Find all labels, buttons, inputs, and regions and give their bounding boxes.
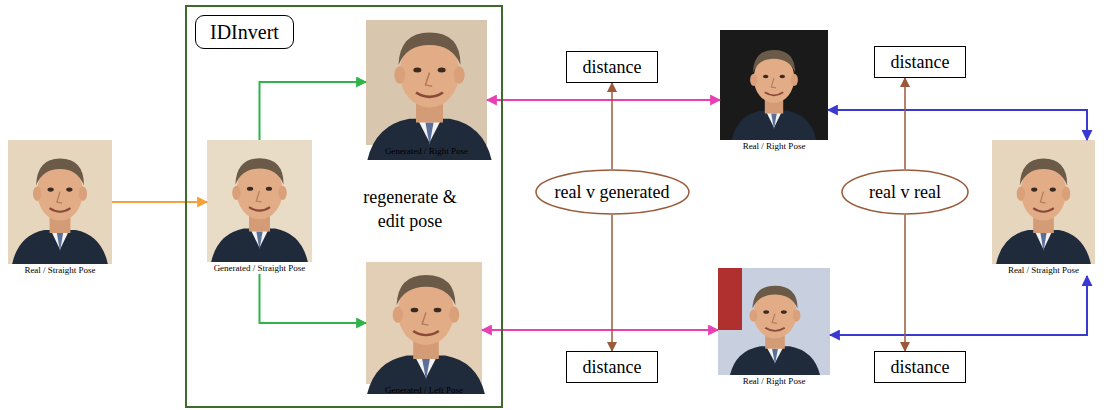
photo-node: Generated / Straight Pose bbox=[207, 140, 312, 274]
comparison-ellipse: real v generated bbox=[535, 169, 690, 215]
connector-arrow bbox=[482, 329, 718, 331]
photo-node: Generated / Left Pose bbox=[366, 262, 482, 396]
connector-arrow bbox=[830, 276, 1087, 335]
photo-caption: Generated / Left Pose bbox=[385, 384, 463, 396]
photo-frame bbox=[366, 20, 487, 145]
comparison-label: real v real bbox=[869, 180, 941, 204]
distance-box: distance bbox=[566, 351, 659, 383]
photo-frame bbox=[718, 268, 830, 375]
photo-caption: Real / Straight Pose bbox=[1008, 264, 1079, 276]
photo-frame bbox=[366, 262, 482, 384]
face-photo bbox=[732, 50, 817, 140]
module-label: IDInvert bbox=[195, 15, 294, 49]
distance-label: distance bbox=[891, 50, 950, 74]
photo-frame bbox=[720, 30, 828, 140]
distance-box: distance bbox=[566, 51, 659, 83]
distance-box: distance bbox=[874, 351, 967, 383]
photo-caption: Real / Right Pose bbox=[743, 375, 806, 387]
photo-ground bbox=[720, 30, 828, 140]
distance-label: distance bbox=[891, 355, 950, 379]
face-photo bbox=[211, 158, 308, 262]
photo-ground bbox=[718, 268, 830, 375]
distance-label: distance bbox=[583, 55, 642, 79]
photo-caption: Generated / Straight Pose bbox=[214, 262, 306, 274]
face-photo bbox=[367, 33, 491, 161]
face-photo bbox=[730, 286, 820, 375]
step-label: regenerate & edit pose bbox=[354, 185, 466, 233]
photo-node: Real / Straight Pose bbox=[992, 140, 1095, 276]
connector-arrow bbox=[828, 110, 1087, 140]
photo-caption: Real / Right Pose bbox=[743, 140, 806, 152]
photo-frame bbox=[8, 140, 112, 264]
photo-caption: Generated / Right Pose bbox=[385, 145, 468, 157]
connector-arrow bbox=[487, 99, 720, 101]
connector-arrow bbox=[904, 78, 906, 169]
comparison-ellipse: real v real bbox=[841, 169, 969, 215]
flag-stripes bbox=[718, 268, 742, 330]
connector-arrow bbox=[611, 215, 613, 351]
comparison-label: real v generated bbox=[555, 180, 670, 204]
connector-arrow bbox=[260, 82, 367, 140]
distance-box: distance bbox=[874, 46, 967, 78]
photo-caption: Real / Straight Pose bbox=[24, 264, 95, 276]
connector-arrow bbox=[611, 83, 613, 169]
face-photo bbox=[367, 275, 485, 394]
photo-ground bbox=[8, 140, 112, 264]
photo-ground bbox=[207, 140, 312, 262]
module-box: Generated / Straight Pose Generated / Rig… bbox=[185, 5, 503, 408]
photo-node: Real / Right Pose bbox=[718, 268, 830, 387]
connector-arrow bbox=[112, 201, 207, 203]
photo-frame bbox=[992, 140, 1095, 264]
face-photo bbox=[12, 159, 108, 264]
connector-arrow bbox=[260, 274, 367, 323]
photo-node: Real / Right Pose bbox=[720, 30, 828, 152]
photo-node: Generated / Right Pose bbox=[366, 20, 487, 157]
photo-ground bbox=[992, 140, 1095, 264]
face-photo bbox=[996, 159, 1091, 264]
distance-label: distance bbox=[583, 355, 642, 379]
connector-arrow bbox=[904, 215, 906, 351]
photo-node: Real / Straight Pose bbox=[8, 140, 112, 276]
photo-frame bbox=[207, 140, 312, 262]
